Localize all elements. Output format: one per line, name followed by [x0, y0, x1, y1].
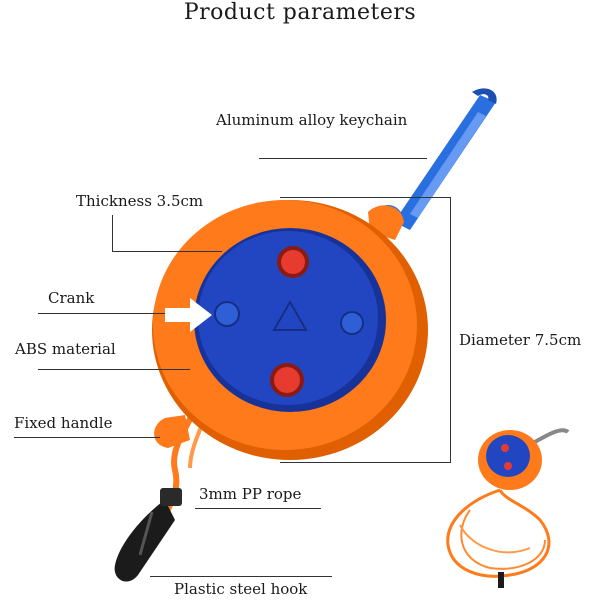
label-abs: ABS material	[15, 340, 116, 358]
label-hook: Plastic steel hook	[174, 580, 308, 598]
label-keychain: Aluminum alloy keychain	[216, 111, 408, 129]
label-handle: Fixed handle	[14, 414, 113, 432]
leader-line	[280, 197, 450, 198]
crank-arrow-icon	[165, 298, 212, 332]
leader-line	[150, 576, 332, 577]
leader-line	[112, 215, 113, 251]
leader-line	[112, 251, 222, 252]
page-title: Product parameters	[183, 0, 417, 25]
handle-icon	[154, 415, 190, 448]
leader-line	[450, 197, 451, 462]
label-thickness: Thickness 3.5cm	[76, 192, 204, 210]
leader-line	[14, 437, 160, 438]
label-diameter: Diameter 7.5cm	[459, 331, 582, 349]
leader-line	[38, 313, 165, 314]
leader-line	[259, 158, 427, 159]
leader-line	[195, 508, 321, 509]
leader-line	[280, 462, 451, 463]
leader-line	[38, 369, 190, 370]
label-rope: 3mm PP rope	[199, 485, 302, 503]
label-crank: Crank	[48, 289, 95, 307]
inset-product-photo	[446, 428, 570, 588]
hook-icon	[114, 488, 182, 582]
